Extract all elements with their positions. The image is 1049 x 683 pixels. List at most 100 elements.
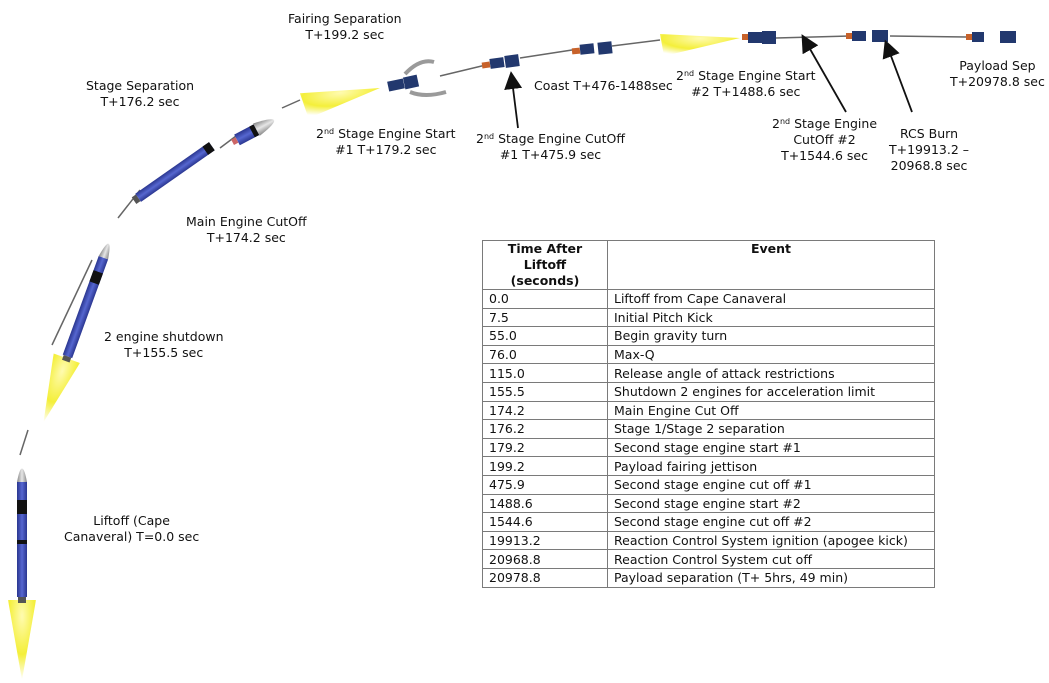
label-rcs-line1: RCS Burn [899,126,959,141]
cell-time: 1488.6 [482,493,608,514]
payload-separated [966,31,1016,43]
label-stage-sep-line1: Stage Separation [86,78,195,93]
cell-event: Second stage engine cut off #1 [607,474,935,495]
label-seco2-line2: CutOff #2 [793,132,856,147]
first-stage-meco [131,142,215,204]
label-ses2: 2nd Stage Engine Start #2 T+1488.6 sec [676,68,816,100]
seco1-sup: nd [483,132,495,141]
payload-cutoff-2 [846,30,888,42]
cell-time: 115.0 [482,363,608,383]
cell-event: Payload fairing jettison [607,456,935,476]
seco2-pre: 2 [772,116,780,131]
cell-time: 174.2 [482,400,608,421]
label-ses1-line2: #1 T+179.2 sec [335,142,437,157]
cell-event: Main Engine Cut Off [607,400,935,421]
cell-event: Second stage engine start #2 [607,493,935,514]
flame-icon [8,600,36,680]
cell-event: Shutdown 2 engines for acceleration limi… [607,381,935,402]
payload-coast-1 [481,54,520,69]
callout-arrows [504,34,913,129]
label-shutdown-line2: T+155.5 sec [124,345,204,360]
label-meco-line2: T+174.2 sec [206,230,286,245]
arrow-rcs [882,39,913,113]
label-ses2-line2: #2 T+1488.6 sec [691,84,801,99]
cell-event: Max-Q [607,344,935,365]
cell-time: 19913.2 [482,530,608,551]
rocket-liftoff [8,468,36,680]
label-payload-sep: Payload Sep T+20978.8 sec [950,58,1045,90]
header-time: Time After Liftoff (seconds) [482,240,608,290]
cell-event: Release angle of attack restrictions [607,363,935,383]
seco1-rest: Stage Engine CutOff [494,131,625,146]
label-payload-line1: Payload Sep [959,58,1036,73]
flame-icon [43,353,80,423]
cell-time: 20968.8 [482,549,608,569]
label-two-engine-shutdown: 2 engine shutdown T+155.5 sec [104,329,224,361]
label-meco-line1: Main Engine CutOff [186,214,307,229]
label-seco2-line3: T+1544.6 sec [781,148,868,163]
label-payload-line2: T+20978.8 sec [950,74,1045,89]
label-seco2: 2nd Stage Engine CutOff #2 T+1544.6 sec [772,116,877,164]
arrow-seco1 [504,71,523,129]
label-rcs-line3: 20968.8 sec [890,158,968,173]
seco1-pre: 2 [476,131,484,146]
ses2-rest: Stage Engine Start [694,68,816,83]
label-meco: Main Engine CutOff T+174.2 sec [186,214,307,246]
label-fairing-line2: T+199.2 sec [305,27,385,42]
label-liftoff-line2: Canaveral) T=0.0 sec [64,529,200,544]
label-liftoff-line1: Liftoff (Cape [93,513,170,528]
rocket-ascent [43,243,110,423]
label-shutdown-line1: 2 engine shutdown [104,329,224,344]
label-ses1: 2nd Stage Engine Start #1 T+179.2 sec [316,126,456,158]
seco2-rest: Stage Engine [790,116,878,131]
cell-event: Initial Pitch Kick [607,307,935,328]
cell-event: Second stage engine cut off #2 [607,512,935,532]
ses2-sup: nd [683,69,695,78]
seco2-sup: nd [779,117,791,126]
cell-event: Second stage engine start #1 [607,437,935,458]
flame-icon [299,88,380,119]
label-coast: Coast T+476-1488sec [534,78,673,94]
cell-time: 176.2 [482,419,608,439]
label-stage-sep: Stage Separation T+176.2 sec [86,78,194,110]
label-liftoff: Liftoff (Cape Canaveral) T=0.0 sec [64,513,199,545]
second-stage-burn-2 [660,31,776,56]
cell-time: 199.2 [482,456,608,476]
ses2-pre: 2 [676,68,684,83]
upper-stage-separated [231,119,275,146]
label-fairing-sep: Fairing Separation T+199.2 sec [288,11,402,43]
cell-event: Reaction Control System cut off [607,549,935,569]
cell-event: Payload separation (T+ 5hrs, 49 min) [607,567,935,588]
ses1-pre: 2 [316,126,324,141]
ses1-rest: Stage Engine Start [334,126,456,141]
label-rcs-line2: T+19913.2 – [889,142,970,157]
label-seco1: 2nd Stage Engine CutOff #1 T+475.9 sec [476,131,625,163]
cell-time: 76.0 [482,344,608,365]
cell-time: 155.5 [482,381,608,402]
cell-time: 55.0 [482,326,608,346]
second-stage-burn-1 [299,59,447,119]
cell-event: Liftoff from Cape Canaveral [607,289,935,309]
label-coast-line1: Coast T+476-1488sec [534,78,673,93]
cell-event: Stage 1/Stage 2 separation [607,419,935,439]
cell-time: 20978.8 [482,567,608,588]
payload-coast-2 [571,41,613,55]
label-rcs: RCS Burn T+19913.2 – 20968.8 sec [889,126,969,174]
cell-time: 1544.6 [482,512,608,532]
